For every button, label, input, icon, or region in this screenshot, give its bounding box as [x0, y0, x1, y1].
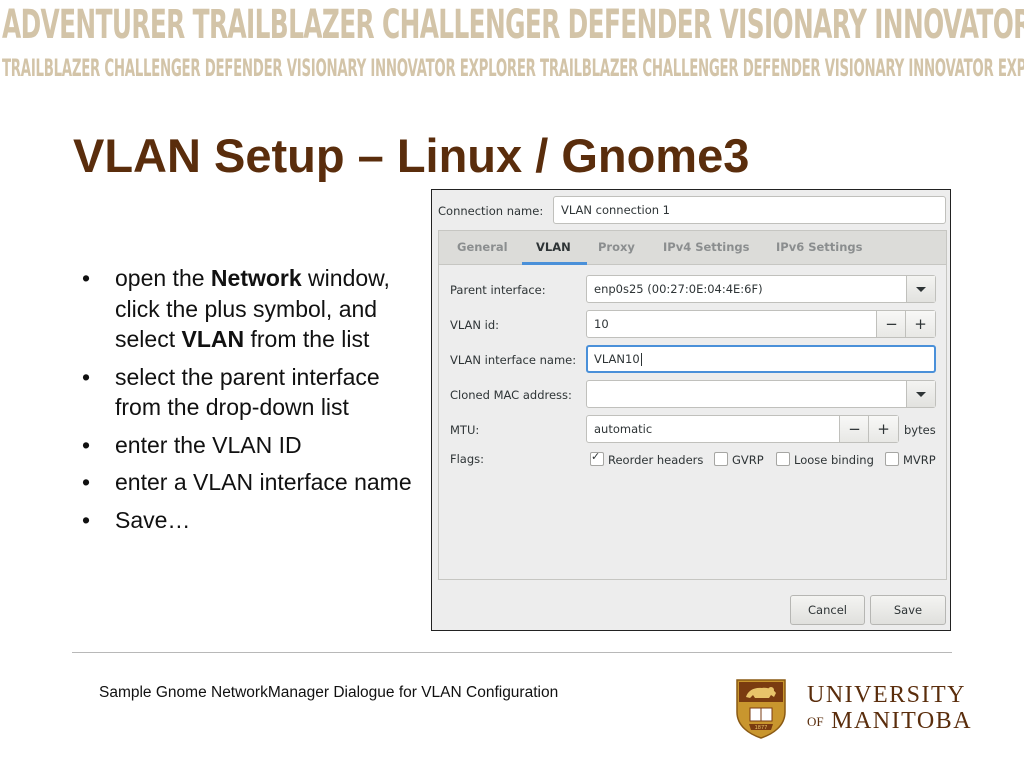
vlan-id-stepper[interactable]: 10 − +	[586, 310, 936, 338]
loose-binding-checkbox[interactable]: Loose binding	[776, 452, 874, 467]
vlan-interface-name-input[interactable]: VLAN10	[586, 345, 936, 373]
tab-vlan[interactable]: VLAN	[522, 231, 587, 265]
checkbox-label: GVRP	[732, 453, 764, 467]
chevron-down-icon[interactable]	[906, 276, 935, 302]
logo-text-manitoba-word: MANITOBA	[831, 708, 973, 734]
logo-text-university: UNIVERSITY	[807, 682, 966, 708]
connection-name-input[interactable]: VLAN connection 1	[553, 196, 946, 224]
parent-interface-dropdown[interactable]: enp0s25 (00:27:0E:04:4E:6F)	[586, 275, 936, 303]
text-cursor	[640, 353, 642, 366]
bullet-text: from the list	[244, 326, 370, 352]
figure-caption: Sample Gnome NetworkManager Dialogue for…	[99, 684, 559, 701]
cancel-button[interactable]: Cancel	[790, 595, 865, 625]
university-crest-icon: 1877	[736, 679, 786, 739]
checkbox-icon	[776, 452, 790, 466]
parent-interface-value: enp0s25 (00:27:0E:04:4E:6F)	[594, 282, 763, 296]
vlan-id-value: 10	[594, 317, 609, 331]
crest-year: 1877	[755, 725, 768, 731]
tab-general[interactable]: General	[457, 240, 508, 254]
minus-icon[interactable]: −	[876, 311, 906, 337]
gvrp-checkbox[interactable]: GVRP	[714, 452, 764, 467]
list-item: open the Network window, click the plus …	[82, 263, 427, 355]
logo-text-manitoba: OF MANITOBA	[807, 708, 972, 735]
vlan-id-label: VLAN id:	[450, 318, 500, 332]
list-item: enter the VLAN ID	[82, 430, 427, 461]
list-item: select the parent interface from the dro…	[82, 362, 427, 423]
bullet-text: open the	[115, 265, 211, 291]
checkbox-label: Reorder headers	[608, 453, 704, 467]
parent-interface-label: Parent interface:	[450, 283, 546, 297]
bullet-text: window, click the plus symbol, and selec…	[115, 265, 390, 352]
settings-notebook: General VLAN Proxy IPv4 Settings IPv6 Se…	[438, 230, 947, 580]
vlan-dialog: Connection name: VLAN connection 1 Gener…	[431, 189, 951, 631]
list-item: enter a VLAN interface name	[82, 467, 427, 498]
save-button[interactable]: Save	[870, 595, 946, 625]
slide-title: VLAN Setup – Linux / Gnome3	[73, 129, 750, 182]
list-item: Save…	[82, 505, 427, 536]
header-banner: ADVENTURER TRAILBLAZER CHALLENGER DEFEND…	[0, 0, 1024, 90]
tab-bar: General VLAN Proxy IPv4 Settings IPv6 Se…	[439, 231, 946, 265]
vlan-interface-name-value: VLAN10	[594, 352, 640, 366]
tab-ipv4-settings[interactable]: IPv4 Settings	[663, 240, 750, 254]
banner-line-1: ADVENTURER TRAILBLAZER CHALLENGER DEFEND…	[2, 2, 1024, 48]
connection-name-label: Connection name:	[438, 204, 544, 218]
tab-ipv6-settings[interactable]: IPv6 Settings	[776, 240, 863, 254]
bullet-bold-text: Network	[210, 265, 302, 291]
banner-line-2: TRAILBLAZER CHALLENGER DEFENDER VISIONAR…	[2, 54, 1024, 82]
checkbox-checked-icon	[590, 450, 604, 466]
mtu-label: MTU:	[450, 423, 480, 437]
checkbox-icon	[714, 452, 728, 466]
bullet-bold-text: VLAN	[181, 326, 245, 352]
mtu-unit: bytes	[904, 423, 936, 437]
checkbox-label: Loose binding	[794, 453, 874, 467]
mtu-stepper[interactable]: automatic − +	[586, 415, 899, 443]
reorder-headers-checkbox[interactable]: Reorder headers	[590, 450, 704, 467]
plus-icon[interactable]: +	[868, 416, 898, 442]
checkbox-icon	[885, 452, 899, 466]
checkbox-label: MVRP	[903, 453, 936, 467]
minus-icon[interactable]: −	[839, 416, 869, 442]
mvrp-checkbox[interactable]: MVRP	[885, 452, 936, 467]
tab-proxy[interactable]: Proxy	[598, 240, 635, 254]
flags-group: Reorder headers GVRP Loose binding MVRP	[590, 450, 940, 468]
cloned-mac-label: Cloned MAC address:	[450, 388, 572, 402]
flags-label: Flags:	[450, 452, 485, 466]
vlan-interface-name-label: VLAN interface name:	[450, 353, 577, 367]
cloned-mac-dropdown[interactable]	[586, 380, 936, 408]
chevron-down-icon[interactable]	[906, 381, 935, 407]
footer-divider	[72, 652, 952, 653]
instruction-list: open the Network window, click the plus …	[82, 263, 427, 542]
mtu-value: automatic	[594, 422, 653, 436]
plus-icon[interactable]: +	[905, 311, 935, 337]
logo-text-of: OF	[807, 714, 824, 729]
